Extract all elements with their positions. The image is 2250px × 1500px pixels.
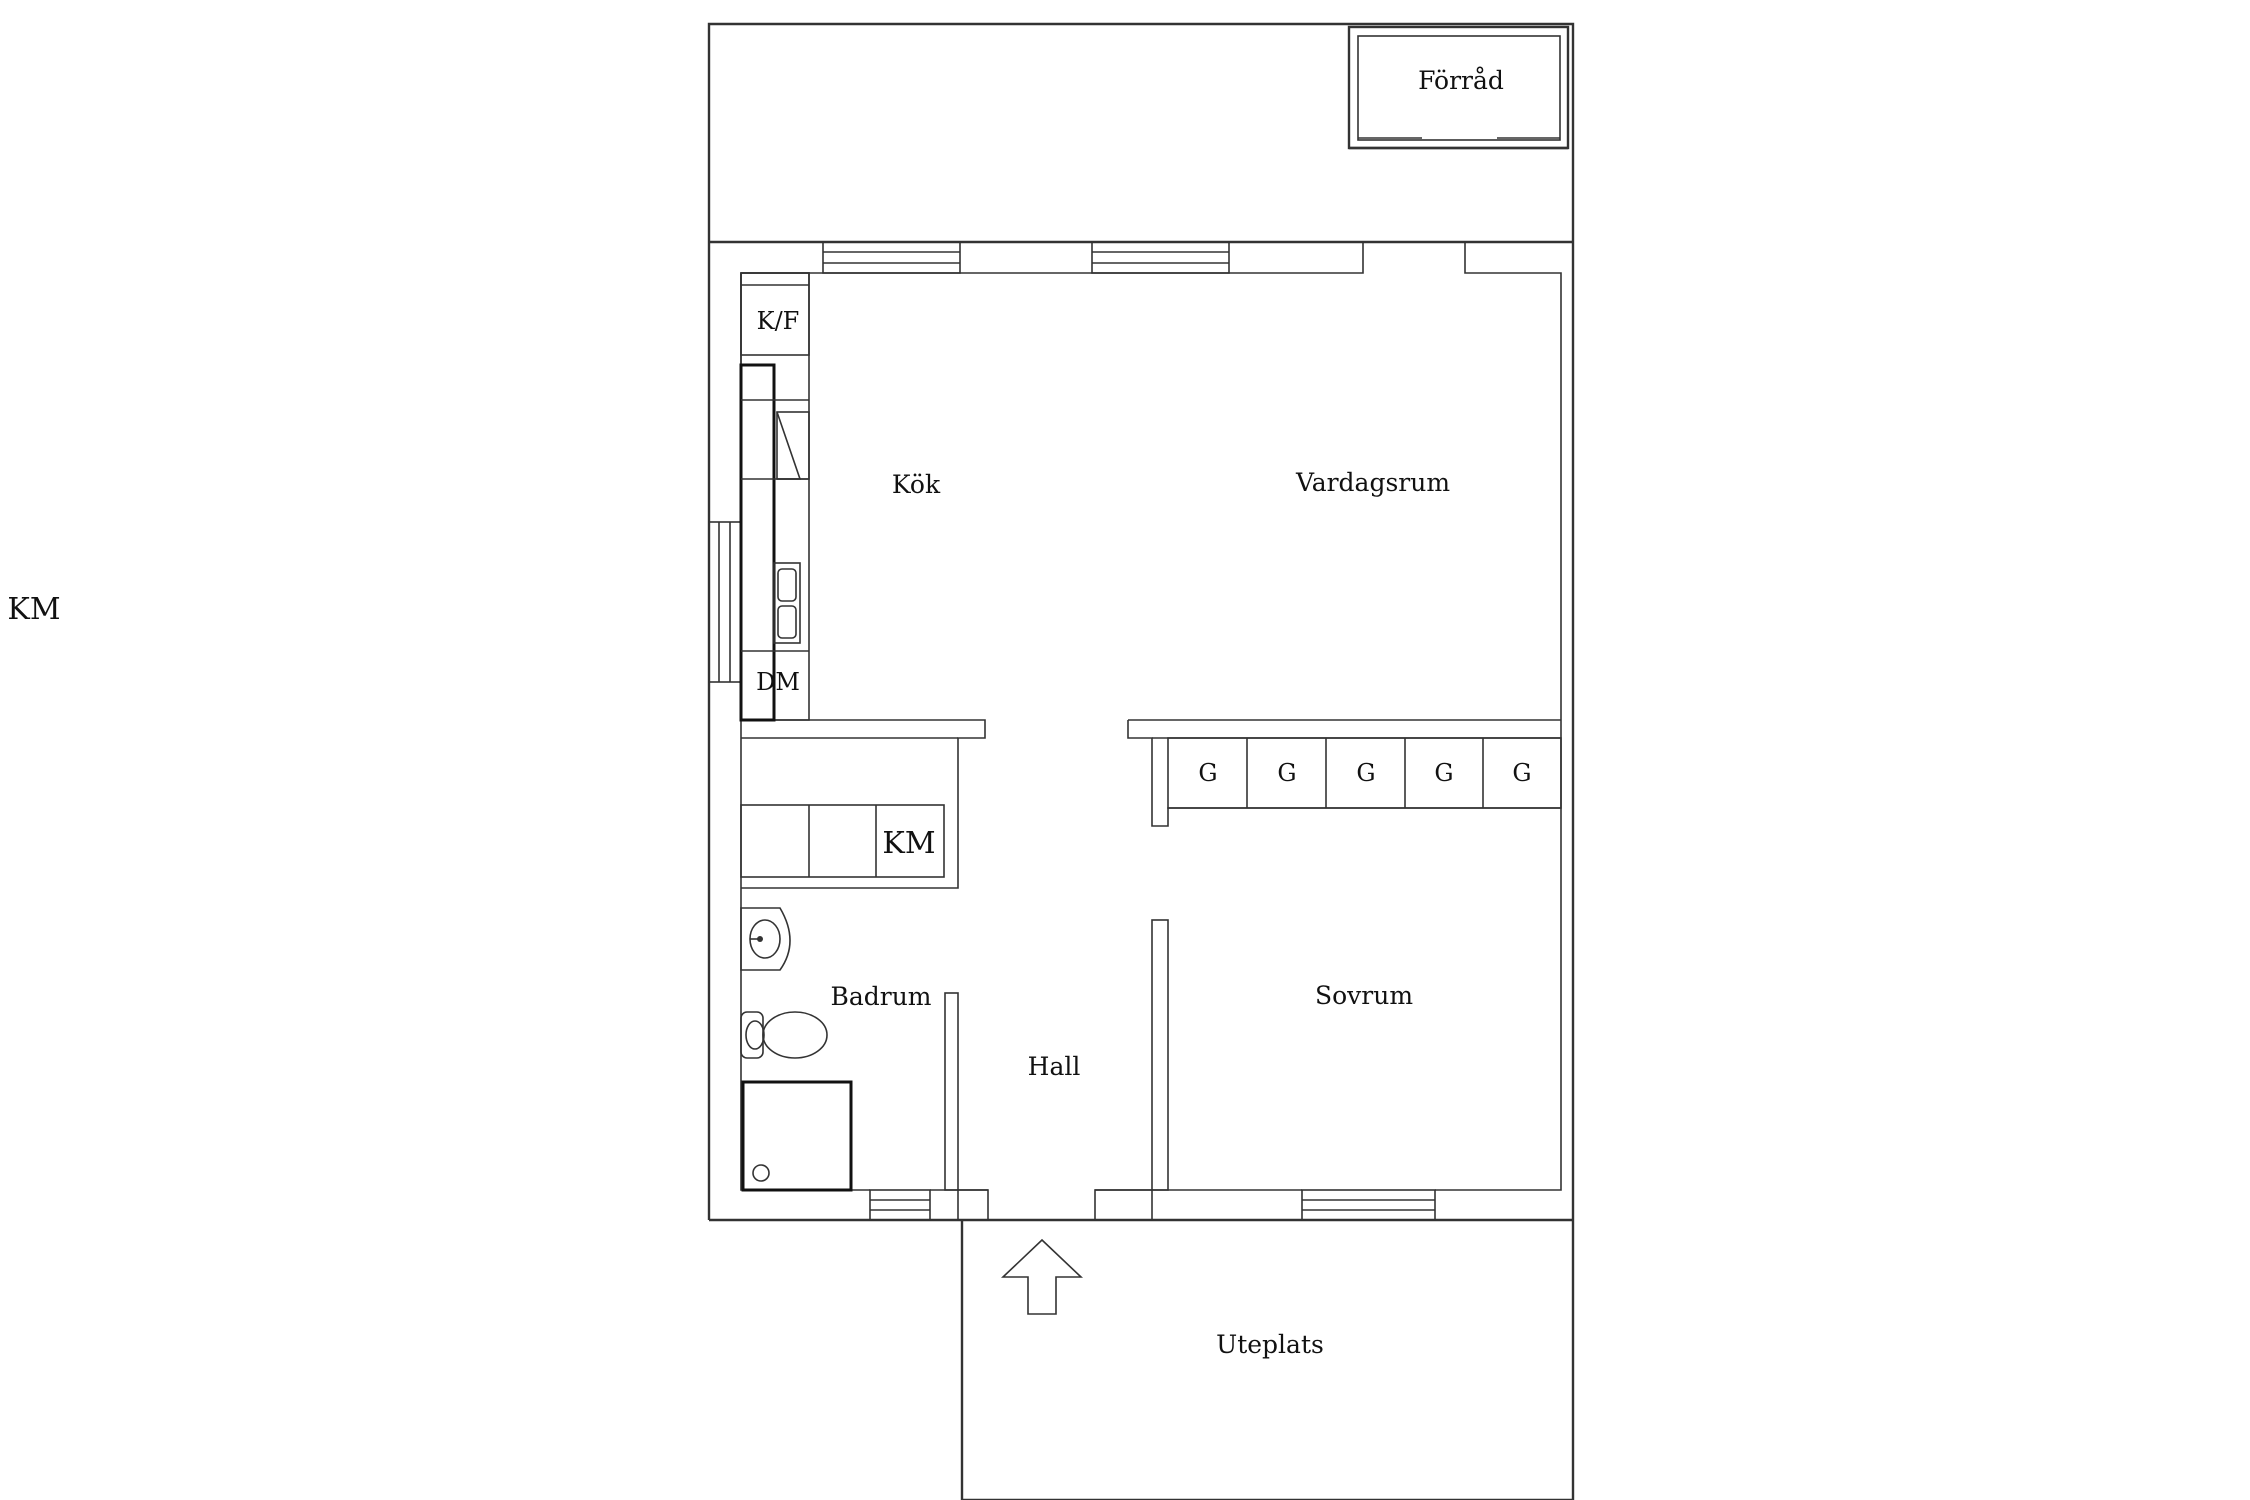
room-label-hall: Hall — [1028, 1052, 1081, 1081]
room-label-badrum: Badrum — [830, 982, 931, 1011]
shower-icon — [741, 1080, 853, 1192]
washing-machine-label-outside: KM — [7, 592, 60, 627]
bottom-windows — [869, 1189, 1436, 1221]
interior-walls — [741, 719, 1561, 1221]
top-windows — [822, 241, 1230, 274]
sink-icon — [740, 907, 791, 971]
wardrobe-label: G — [1512, 759, 1531, 787]
entrance-arrow-icon — [1000, 1238, 1084, 1315]
wardrobe-label: G — [1434, 759, 1453, 787]
wardrobes — [1167, 737, 1562, 809]
toilet-icon — [740, 1011, 828, 1059]
outer-walls — [707, 240, 1575, 1222]
washing-machine-label: KM — [882, 826, 935, 861]
room-label-vardagsrum: Vardagsrum — [1295, 468, 1450, 497]
wardrobe-label: G — [1198, 759, 1217, 787]
room-label-uteplats: Uteplats — [1216, 1330, 1324, 1359]
kitchen-fixtures — [739, 272, 810, 722]
patio-outline — [960, 1220, 1575, 1500]
wardrobe-label: G — [1356, 759, 1375, 787]
kitchen-window — [708, 521, 742, 683]
fridge-freezer-label: K/F — [757, 307, 800, 335]
bathroom-cabinets — [740, 804, 945, 878]
room-label-forrad: Förråd — [1418, 66, 1504, 95]
storage-room — [1347, 25, 1570, 150]
dishwasher-label: DM — [756, 668, 800, 696]
room-label-kok: Kök — [892, 470, 941, 499]
top-terrace-outline — [707, 22, 1575, 242]
room-label-sovrum: Sovrum — [1315, 981, 1413, 1010]
wardrobe-label: G — [1277, 759, 1296, 787]
